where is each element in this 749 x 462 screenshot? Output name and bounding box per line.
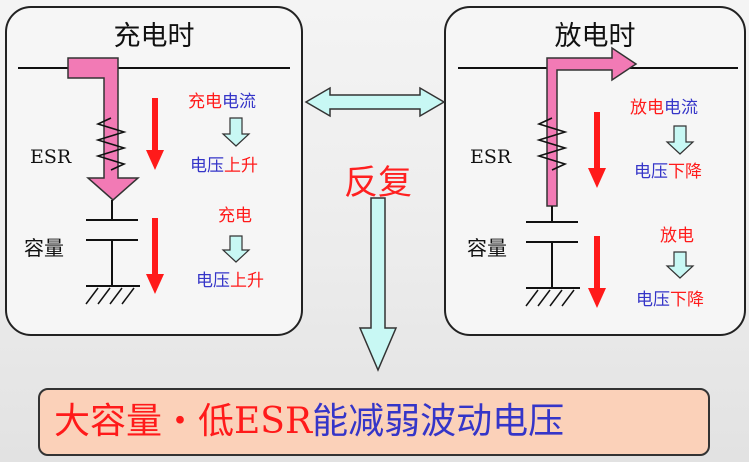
summary-text: 大容量・低ESR能减弱波动电压 bbox=[54, 400, 564, 444]
down-arrow-to-summary bbox=[358, 197, 398, 372]
left-effect2-label: 电压上升 bbox=[196, 273, 264, 290]
right-discharge-label: 放电 bbox=[660, 226, 694, 246]
left-current-label: 充电电流 bbox=[188, 94, 256, 111]
left-charge-label: 充电 bbox=[218, 206, 252, 226]
right-esr-label: ESR bbox=[470, 146, 512, 168]
right-small-arrow-2 bbox=[665, 251, 695, 279]
right-current-label-part2: 电流 bbox=[664, 98, 698, 118]
right-current-label: 放电电流 bbox=[630, 100, 698, 117]
left-charge-current-arrow bbox=[67, 57, 140, 201]
left-capacity-label: 容量 bbox=[24, 236, 64, 260]
repeat-label: 反复 bbox=[344, 163, 412, 203]
right-discharge-current-arrow bbox=[546, 46, 638, 207]
right-effect1-part1: 电压 bbox=[634, 162, 668, 182]
left-red-arrow-upper bbox=[146, 98, 164, 170]
left-effect1-label: 电压上升 bbox=[190, 158, 258, 175]
right-esr-resistor bbox=[536, 117, 568, 171]
right-capacity-label: 容量 bbox=[467, 236, 507, 260]
right-effect2-label: 电压下降 bbox=[636, 292, 704, 309]
discharging-title: 放电时 bbox=[554, 21, 636, 52]
double-headed-arrow bbox=[304, 86, 446, 118]
summary-box: 大容量・低ESR能减弱波动电压 bbox=[38, 388, 710, 456]
left-effect2-part2: 上升 bbox=[230, 271, 264, 291]
right-effect1-part2: 下降 bbox=[668, 162, 702, 182]
summary-part1: 大容量・低ESR bbox=[54, 401, 313, 442]
left-small-arrow-2 bbox=[221, 235, 251, 263]
right-red-arrow-lower bbox=[588, 236, 606, 308]
left-effect2-part1: 电压 bbox=[196, 271, 230, 291]
left-current-label-part2: 电流 bbox=[222, 92, 256, 112]
right-effect1-label: 电压下降 bbox=[634, 164, 702, 181]
left-small-arrow-1 bbox=[221, 117, 251, 147]
left-red-arrow-lower bbox=[146, 218, 164, 294]
left-effect1-part1: 电压 bbox=[190, 156, 224, 176]
left-effect1-part2: 上升 bbox=[224, 156, 258, 176]
right-small-arrow-1 bbox=[665, 125, 695, 155]
right-red-arrow-upper bbox=[588, 112, 606, 188]
right-effect2-part1: 电压 bbox=[636, 290, 670, 310]
right-current-label-part1: 放电 bbox=[630, 98, 664, 118]
left-esr-label: ESR bbox=[30, 146, 72, 168]
left-current-label-part1: 充电 bbox=[188, 92, 222, 112]
summary-part2: 能减弱波动电压 bbox=[312, 401, 565, 442]
charging-title: 充电时 bbox=[113, 21, 195, 52]
right-effect2-part2: 下降 bbox=[670, 290, 704, 310]
left-esr-resistor bbox=[95, 117, 127, 171]
